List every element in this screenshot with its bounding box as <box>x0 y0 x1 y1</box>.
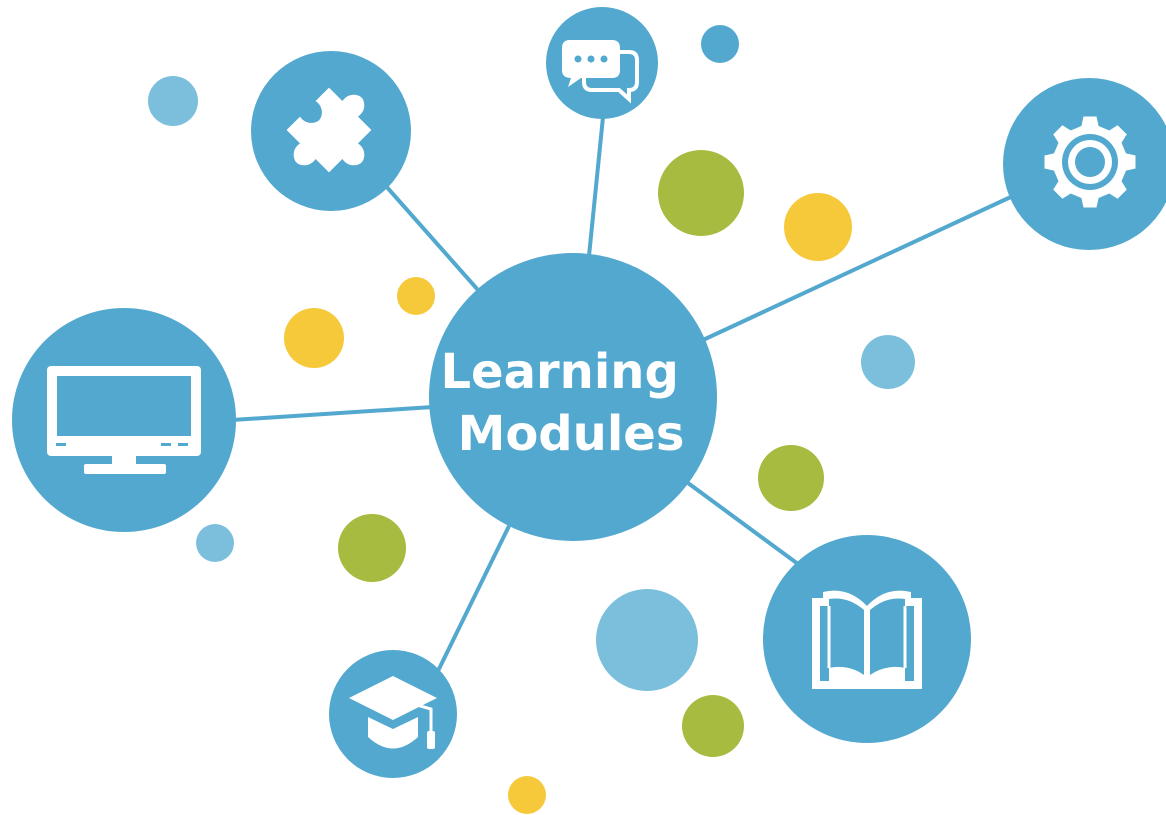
monitor-led <box>56 443 66 446</box>
hub-title: Learning Modules <box>440 344 695 462</box>
connector-puzzle <box>383 183 480 292</box>
connector-cap <box>435 525 511 674</box>
node-puzzle[interactable] <box>251 51 411 211</box>
monitor-led <box>178 443 188 446</box>
dot-green <box>658 150 744 236</box>
hub-title-line-2: Modules <box>458 406 685 462</box>
node-gear[interactable] <box>1003 78 1166 250</box>
node-cap[interactable] <box>329 650 457 778</box>
node-book[interactable] <box>763 535 971 743</box>
cap-cord <box>392 696 433 732</box>
cap-tassel <box>427 731 435 749</box>
chat-bubbles-icon <box>562 40 639 104</box>
connector-book <box>686 481 800 566</box>
dot-green <box>758 445 824 511</box>
chat-bubble-front <box>562 40 620 87</box>
dot-yellow <box>508 776 546 814</box>
connector-chat <box>587 116 605 257</box>
connectors <box>231 116 1016 674</box>
connector-gear <box>702 193 1016 342</box>
dot-yellow <box>397 277 435 315</box>
chat-dot <box>587 55 595 63</box>
monitor-led <box>161 443 171 446</box>
monitor-base <box>84 464 166 474</box>
chat-dot <box>600 55 608 63</box>
dot-light-blue <box>861 335 915 389</box>
monitor-icon <box>47 366 201 474</box>
gear-icon <box>1044 116 1136 208</box>
monitor-screen <box>57 376 191 436</box>
dot-light-blue <box>196 524 234 562</box>
hub-title-line-1: Learning <box>440 344 678 400</box>
cap-body <box>368 717 418 749</box>
puzzle-icon <box>286 87 372 173</box>
dot-yellow <box>284 308 344 368</box>
graduation-cap-icon <box>349 676 437 749</box>
dot-green <box>338 514 406 582</box>
dot-blue <box>701 25 739 63</box>
chat-dot <box>574 55 582 63</box>
decorative-dots <box>148 25 915 814</box>
connector-monitor <box>231 405 434 422</box>
book-inner <box>820 598 914 681</box>
puzzle-piece <box>286 87 372 173</box>
hub-circle <box>429 253 717 541</box>
dot-light-blue <box>148 76 198 126</box>
node-chat[interactable] <box>546 7 658 119</box>
gear-hole <box>1075 147 1105 177</box>
dot-light-blue <box>596 589 698 691</box>
node-monitor[interactable] <box>12 308 236 532</box>
dot-green <box>682 695 744 757</box>
open-book-icon <box>812 590 922 689</box>
hub: Learning Modules <box>429 253 717 541</box>
dot-yellow <box>784 193 852 261</box>
